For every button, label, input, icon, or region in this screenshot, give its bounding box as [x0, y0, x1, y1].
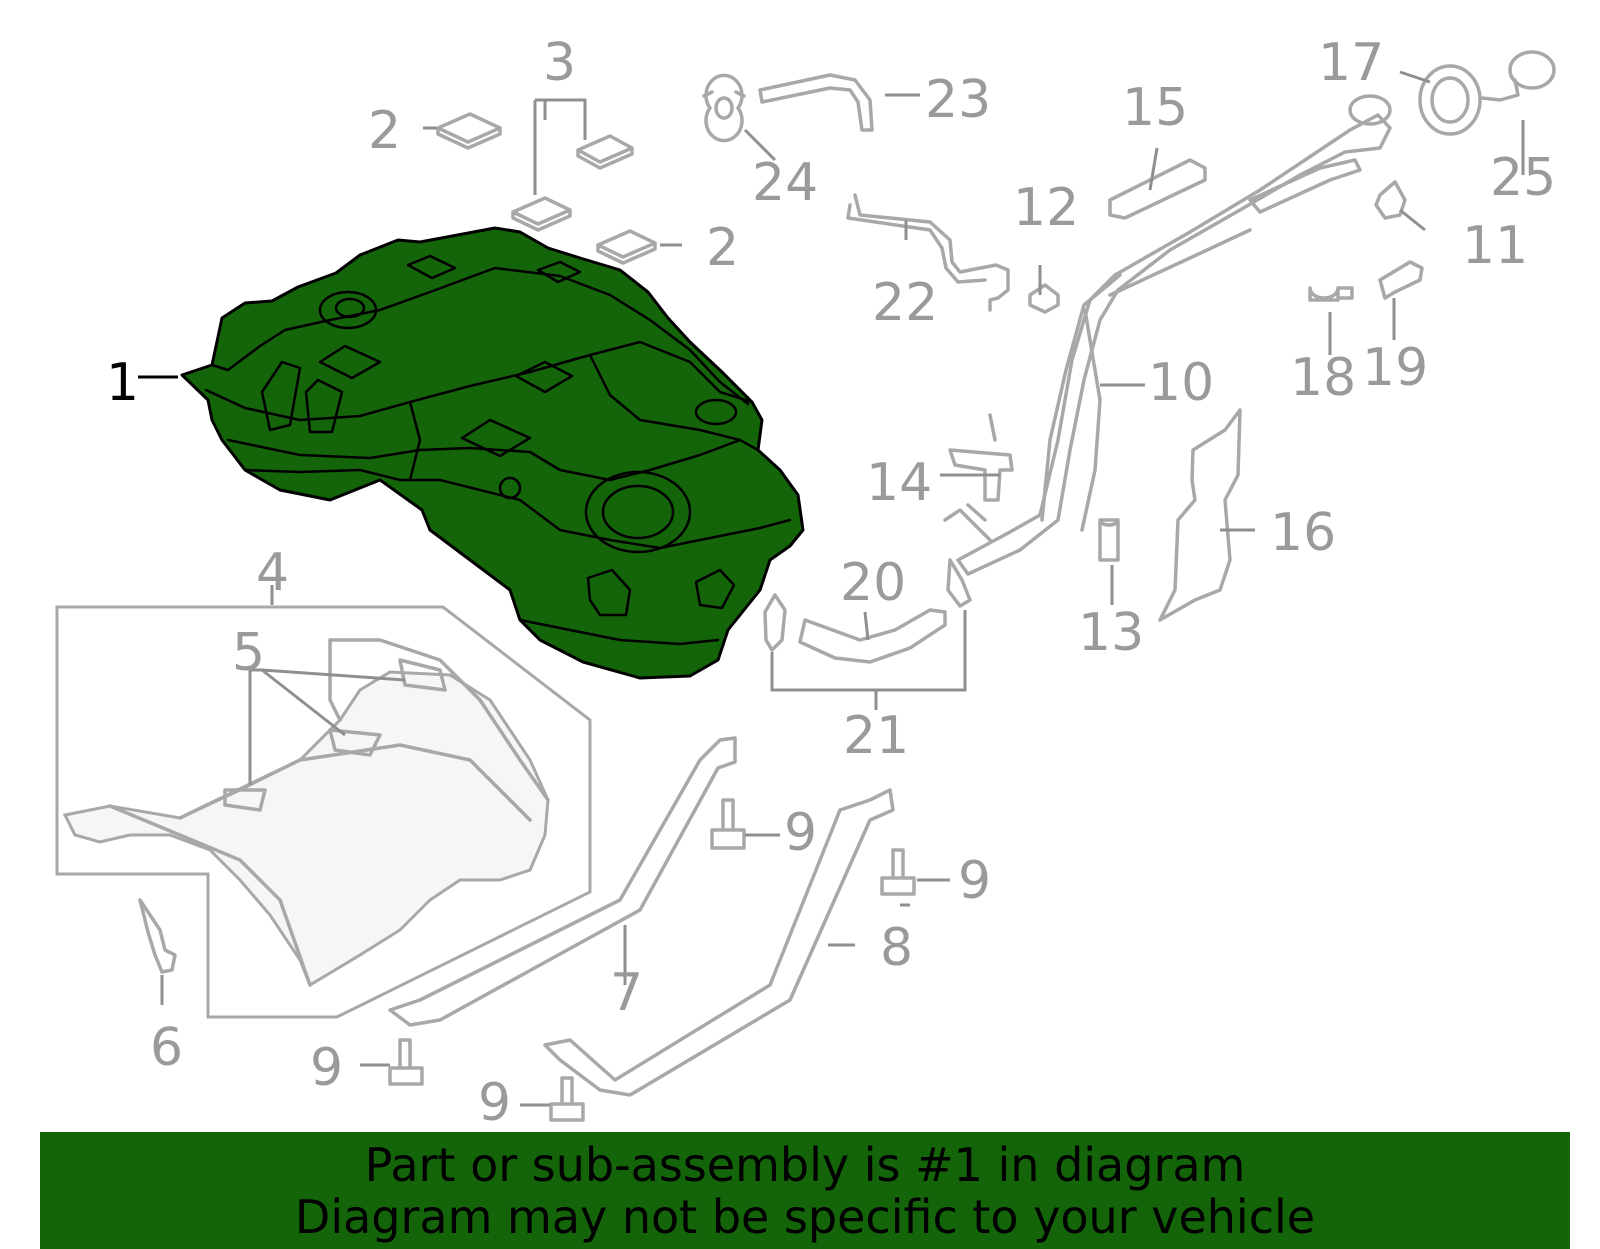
callout-23: 23 — [925, 70, 991, 130]
callout-8: 8 — [880, 918, 913, 978]
callout-12: 12 — [1013, 178, 1079, 238]
callout-9d: 9 — [478, 1073, 511, 1133]
fuel-tank[interactable] — [180, 226, 805, 680]
banner-line-2: Diagram may not be specific to your vehi… — [294, 1189, 1316, 1244]
disclaimer-banner: Part or sub-assembly is #1 in diagram Di… — [40, 1132, 1570, 1249]
callout-25: 25 — [1490, 148, 1556, 208]
small-parts — [1028, 50, 1556, 622]
heat-shield-inset — [55, 605, 592, 1019]
callout-2b: 2 — [706, 218, 739, 278]
callout-22: 22 — [872, 273, 938, 333]
straps — [138, 736, 916, 1122]
callout-7: 7 — [610, 963, 643, 1023]
callout-15: 15 — [1122, 78, 1188, 138]
callout-13: 13 — [1078, 603, 1144, 663]
callout-9c: 9 — [310, 1038, 343, 1098]
callout-21: 21 — [843, 706, 909, 766]
callout-9a: 9 — [784, 803, 817, 863]
callout-24: 24 — [752, 153, 818, 213]
callout-11: 11 — [1462, 216, 1528, 276]
callout-1: 1 — [106, 353, 139, 413]
hose-20 — [763, 558, 972, 664]
callout-18: 18 — [1290, 348, 1356, 408]
callouts: 1 2 2 3 4 5 6 7 8 9 9 9 9 10 11 12 13 14… — [106, 33, 1556, 1133]
callout-3: 3 — [543, 33, 576, 93]
callout-19: 19 — [1362, 338, 1428, 398]
hoses-upper — [702, 73, 1010, 312]
callout-16: 16 — [1270, 503, 1336, 563]
callout-20: 20 — [840, 553, 906, 613]
insulator-pads — [436, 112, 657, 265]
leader-lines — [138, 70, 1525, 1107]
callout-4: 4 — [256, 543, 289, 603]
callout-9b: 9 — [958, 851, 991, 911]
callout-17: 17 — [1318, 33, 1384, 93]
callout-5: 5 — [232, 623, 265, 683]
callout-10: 10 — [1148, 353, 1214, 413]
callout-2a: 2 — [368, 101, 401, 161]
callout-6: 6 — [150, 1018, 183, 1078]
callout-14: 14 — [866, 453, 932, 513]
banner-line-1: Part or sub-assembly is #1 in diagram — [364, 1137, 1246, 1192]
filler-pipe — [943, 94, 1392, 576]
